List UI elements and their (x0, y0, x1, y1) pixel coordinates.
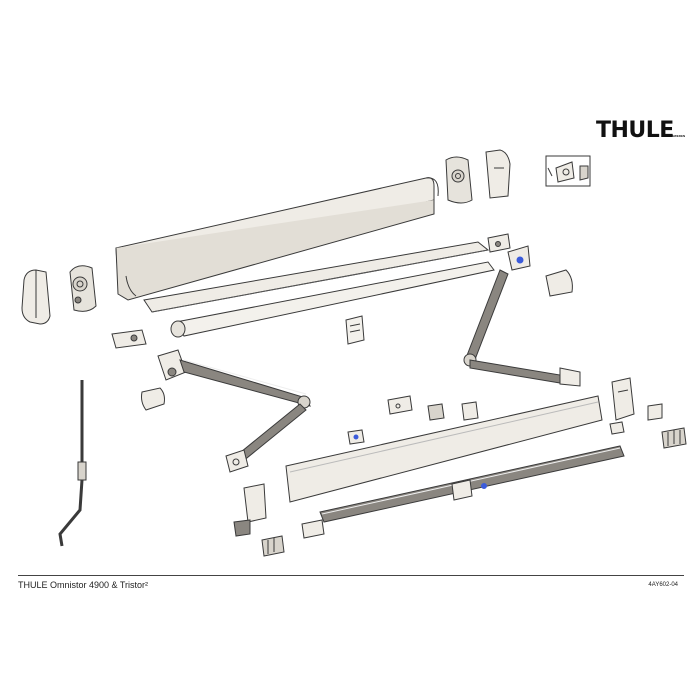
diagram-code: 4AY602-04 (648, 582, 678, 588)
support-leg-part (301, 445, 625, 539)
diagram-title: THULE Omnistor 4900 & Tristor² (18, 580, 149, 590)
right-small-clip-part (609, 421, 625, 435)
brand-logo-sub: SWEDEN (672, 134, 686, 138)
brand-logo: THULE (596, 118, 674, 143)
roller-tube-part (170, 261, 495, 338)
bottom-clip-part (233, 519, 251, 537)
right-arm-top-connector-part (487, 233, 511, 253)
left-hinge-connector-part (111, 329, 147, 349)
middle-clip-part-3 (461, 401, 479, 421)
cassette-housing-part (115, 177, 439, 301)
crank-handle-part (58, 380, 87, 547)
middle-clip-part-2 (427, 403, 445, 421)
right-arm-assembly (463, 245, 581, 387)
right-end-pad-part (661, 427, 687, 449)
bottom-end-pad-part (261, 535, 285, 557)
front-bar-part (285, 395, 603, 503)
bottom-left-cap-part (243, 483, 267, 523)
right-end-cap-part (485, 149, 511, 199)
inset-detail-part (545, 155, 591, 187)
label-bracket-part (345, 315, 365, 345)
right-plug-part (647, 403, 663, 421)
right-arm-cap-part (545, 269, 573, 297)
middle-clip-part (387, 395, 413, 415)
footer-divider (18, 575, 684, 576)
small-bracket-part (347, 429, 365, 445)
right-front-cap-part (611, 377, 635, 421)
left-end-mechanism-part (69, 265, 97, 312)
left-arm-end-plug-part (141, 387, 165, 411)
left-end-cap-part (21, 269, 51, 325)
left-arm-assembly (157, 349, 311, 473)
right-end-mechanism-part (445, 156, 473, 204)
front-profile-part (143, 241, 490, 313)
